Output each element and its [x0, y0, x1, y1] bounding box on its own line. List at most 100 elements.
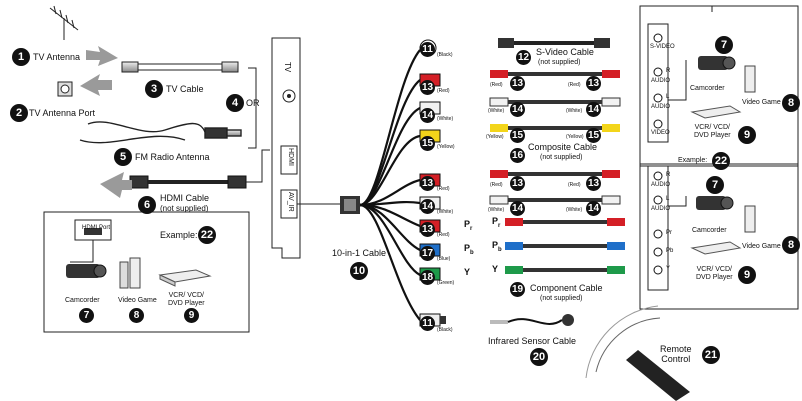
port-pb-label: Pb [666, 248, 673, 254]
card-port-avir-label: AV_IR [287, 192, 294, 212]
badge-13-c: 13 [420, 222, 435, 237]
composite-cable-icon [490, 70, 620, 132]
ten-in-one-connector [340, 196, 360, 214]
badge-2: 2 [10, 104, 28, 122]
ir-sensor-cable-icon [490, 314, 574, 326]
badge-14-c3: 14 [510, 201, 525, 216]
tag-red-2: (Red) [437, 186, 450, 192]
camcorder-label-left: Camcorder [65, 296, 100, 306]
port-audio-label-3: AUDIO [651, 182, 670, 188]
arrow-icon [86, 46, 118, 66]
tag-white-c2: (White) [566, 108, 582, 114]
tv-cable-label: TV Cable [166, 84, 204, 94]
badge-5: 5 [114, 148, 132, 166]
badge-8-bottom: 8 [782, 236, 800, 254]
tag-white-2: (White) [437, 209, 453, 215]
badge-17: 17 [420, 246, 435, 261]
tag-black-2: (Black) [437, 327, 453, 333]
svideo-cable-note: (not supplied) [538, 58, 580, 68]
camcorder-icon [696, 196, 733, 210]
badge-21: 21 [702, 346, 720, 364]
y-letter-right: Y [492, 264, 498, 274]
dvd-label-top: VCR/ VCD/DVD Player [694, 124, 731, 140]
camcorder-icon [66, 264, 106, 278]
card-port-tv-label: TV [283, 62, 292, 72]
port-audio-label: AUDIO [651, 78, 670, 84]
badge-8-left: 8 [129, 308, 144, 323]
tag-white-c1: (White) [488, 108, 504, 114]
tag-yellow: (Yellow) [437, 144, 455, 150]
y-letter-left: Y [464, 267, 470, 277]
ten-in-one-label: 10-in-1 Cable [332, 248, 386, 258]
tag-red: (Red) [437, 88, 450, 94]
port-audio-label-4: AUDIO [651, 206, 670, 212]
port-pr-label: Pr [666, 230, 672, 236]
composite-cable-icon-2 [490, 170, 620, 204]
badge-14-c4: 14 [586, 201, 601, 216]
badge-15-c1: 15 [510, 128, 525, 143]
port-r-label: R [666, 68, 670, 74]
badge-4: 4 [226, 94, 244, 112]
port-l-label-2: L [666, 196, 669, 202]
tag-blue: (Blue) [437, 256, 450, 262]
badge-22-left: 22 [198, 226, 216, 244]
badge-9-left: 9 [184, 308, 199, 323]
dvd-player-icon [692, 242, 740, 254]
tag-yellow-c2: (Yellow) [566, 134, 584, 140]
badge-18: 18 [420, 270, 435, 285]
example-label-left: Example: [160, 230, 198, 240]
badge-16: 16 [510, 148, 525, 163]
badge-12: 12 [516, 50, 531, 65]
or-label: OR [246, 98, 260, 108]
tv-antenna-icon [50, 6, 78, 40]
port-audio-label-2: AUDIO [651, 104, 670, 110]
video-game-label-left: Video Game [118, 296, 157, 306]
badge-8-top: 8 [782, 94, 800, 112]
hdmi-cable-label: HDMI Cable [160, 193, 209, 203]
tag-red-c4: (Red) [568, 182, 581, 188]
component-cable-label: Component Cable [530, 283, 603, 293]
pr-letter-left: Pr [464, 219, 472, 234]
tag-yellow-c1: (Yellow) [486, 134, 504, 140]
badge-13-a: 13 [420, 80, 435, 95]
pb-letter-left: Pb [464, 243, 474, 258]
video-game-icon [745, 66, 755, 92]
port-r-label-2: R [666, 172, 670, 178]
badge-19: 19 [510, 282, 525, 297]
tv-cable-icon [122, 62, 238, 72]
component-cable-note: (not supplied) [540, 294, 582, 304]
dvd-player-icon [160, 270, 210, 286]
video-game-icon [120, 258, 140, 288]
tag-black: (Black) [437, 52, 453, 58]
video-game-icon [745, 206, 755, 232]
badge-6: 6 [138, 196, 156, 214]
tv-antenna-label: TV Antenna [33, 52, 80, 62]
badge-13-c3: 13 [510, 176, 525, 191]
badge-15-a: 15 [420, 136, 435, 151]
antenna-port-icon [58, 82, 72, 96]
dvd-label-bottom: VCR/ VCD/DVD Player [696, 266, 733, 282]
badge-14-c2: 14 [586, 102, 601, 117]
composite-cable-label: Composite Cable [528, 142, 597, 152]
badge-14-a: 14 [420, 108, 435, 123]
camcorder-label-top: Camcorder [690, 84, 725, 94]
component-cable-icon [505, 218, 625, 274]
svideo-cable-label: S-Video Cable [536, 47, 594, 57]
camcorder-icon [698, 56, 735, 70]
badge-14-b: 14 [420, 199, 435, 214]
tag-red-c1: (Red) [490, 82, 503, 88]
fm-antenna-label: FM Radio Antenna [135, 152, 210, 162]
tv-antenna-port-label: TV Antenna Port [29, 108, 95, 118]
card-port-hdmi-label: HDMI [287, 148, 294, 166]
badge-10: 10 [350, 262, 368, 280]
badge-7-top: 7 [715, 36, 733, 54]
port-video-label: VIDEO [651, 130, 670, 136]
badge-13-c1: 13 [510, 76, 525, 91]
video-game-label-bottom: Video Game [742, 242, 781, 252]
badge-3: 3 [145, 80, 163, 98]
badge-11-top: 11 [420, 42, 435, 57]
pr-letter-right: Pr [492, 216, 500, 231]
badge-9-top: 9 [738, 126, 756, 144]
